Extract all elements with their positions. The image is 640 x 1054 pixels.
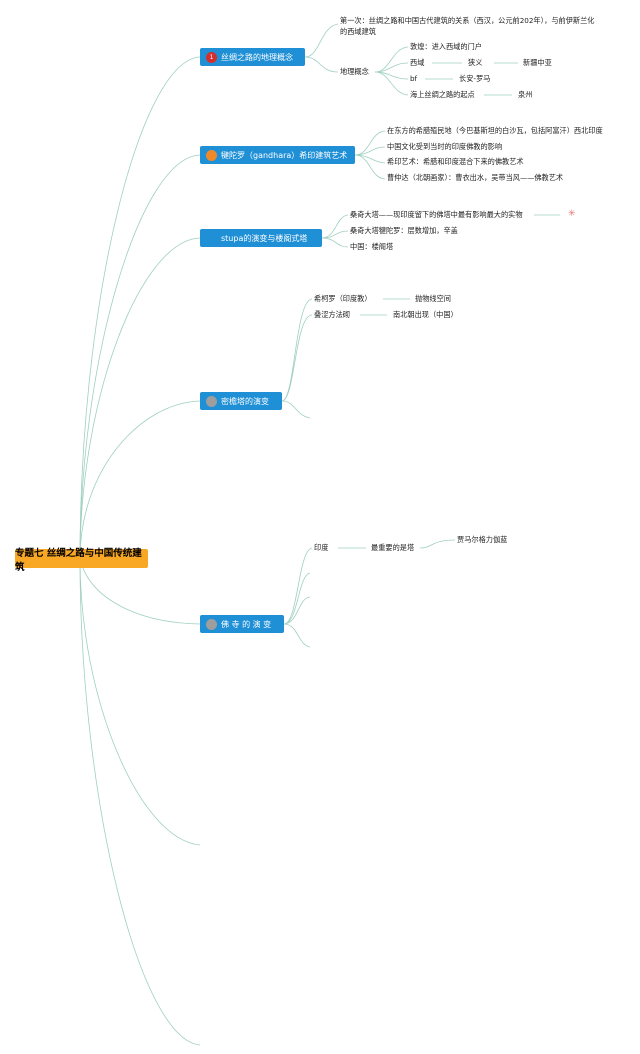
node-jamalgarhi[interactable]: 贾马尔格力伽蓝	[457, 535, 508, 544]
node-quanzhou[interactable]: 泉州	[518, 90, 533, 99]
node-north-south-dynasties[interactable]: 南北朝出现（中国）	[393, 310, 458, 319]
node-xinjiang[interactable]: 新疆中亚	[523, 58, 552, 67]
node-geo-concept[interactable]: 地理概念	[340, 67, 369, 76]
priority-icon	[206, 149, 217, 161]
topic-gandhara[interactable]: 犍陀罗（gandhara）希印建筑艺术	[200, 146, 355, 164]
node-india[interactable]: 印度	[314, 543, 329, 552]
topic-label: 佛 寺 的 演 变	[221, 619, 272, 629]
topic-temple-evolution[interactable]: 佛 寺 的 演 变	[200, 615, 284, 633]
topic-label: stupa的演变与楼阁式塔	[221, 233, 308, 243]
node-cao-zhongda[interactable]: 曹仲达（北朝画家）：曹衣出水，吴带当风——佛教艺术	[387, 173, 564, 182]
node-changan-rome[interactable]: 长安-罗马	[459, 74, 491, 83]
node-greco-indian-art[interactable]: 希印艺术：希腊和印度混合下来的佛教艺术	[387, 157, 524, 166]
node-dunhuang[interactable]: 敦煌：进入西域的门户	[410, 42, 482, 51]
node-china-pavilion[interactable]: 中国：楼阁塔	[350, 242, 394, 251]
node-shikhara[interactable]: 希柯罗（印度教）	[314, 294, 372, 303]
node-pagoda-most-important[interactable]: 最重要的是塔	[371, 543, 415, 552]
root-topic[interactable]: 专题七 丝绸之路与中国传统建筑	[15, 548, 148, 573]
priority-icon	[206, 395, 217, 407]
topic-stupa[interactable]: stupa的演变与楼阁式塔	[200, 229, 322, 247]
priority-icon	[206, 618, 217, 630]
node-bf[interactable]: bf	[410, 74, 418, 83]
priority-icon	[206, 232, 217, 244]
node-first-relation-cont[interactable]: 的西域建筑	[340, 27, 376, 36]
topic-label: 密檐塔的演变	[221, 396, 269, 406]
node-chinese-influence[interactable]: 中国文化受到当时的印度佛教的影响	[387, 142, 503, 151]
topic-dense-eave-pagoda[interactable]: 密檐塔的演变	[200, 392, 282, 410]
node-maritime-start[interactable]: 海上丝绸之路的起点	[410, 90, 475, 99]
node-corbel-method[interactable]: 叠涩方法砌	[314, 310, 350, 319]
node-narrow[interactable]: 狭义	[468, 58, 483, 67]
node-greek-colony[interactable]: 在东方的希腊殖民地（今巴基斯坦的白沙瓦，包括阿富汗）西北印度	[387, 126, 603, 135]
node-xiyu[interactable]: 西域	[410, 58, 425, 67]
node-sanchi[interactable]: 桑奇大塔——现印度留下的佛塔中最有影响最大的实物	[350, 210, 523, 219]
topic-label: 丝绸之路的地理概念	[221, 52, 293, 62]
node-sanchi-gandhara[interactable]: 桑奇大塔犍陀罗：层数增加，辛盖	[350, 226, 458, 235]
topic-label: 犍陀罗（gandhara）希印建筑艺术	[221, 150, 348, 160]
node-parabolic-space[interactable]: 抛物线空间	[415, 294, 451, 303]
topic-silk-road-geography[interactable]: 1 丝绸之路的地理概念	[200, 48, 305, 66]
star-icon: ✳	[568, 209, 576, 219]
priority-icon: 1	[206, 51, 217, 63]
root-title: 专题七 丝绸之路与中国传统建筑	[15, 547, 142, 573]
node-first-relation[interactable]: 第一次：丝绸之路和中国古代建筑的关系（西汉，公元前202年），与前伊斯兰化	[340, 16, 595, 25]
